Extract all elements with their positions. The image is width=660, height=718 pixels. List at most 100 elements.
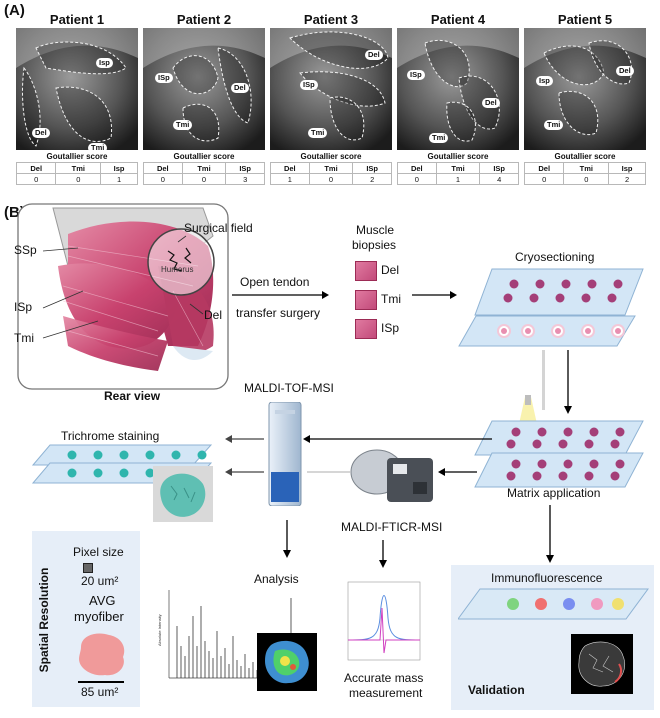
matrix-slide-top — [474, 420, 644, 456]
avg-label-line1: AVG — [89, 593, 116, 608]
patient-4-label-isp: ISp — [407, 70, 425, 80]
validation-label: Validation — [468, 683, 525, 697]
patient-5-mri — [524, 28, 646, 150]
score-header-cell: Del — [143, 162, 183, 174]
maldi-tof-instrument — [268, 402, 302, 506]
score-header-cell: Isp — [608, 162, 646, 174]
matrix-to-tof-arrow — [303, 435, 492, 443]
biopsy-isp-label: ISp — [381, 321, 400, 335]
score-value-cell: 1 — [100, 173, 138, 185]
patient-4-title: Patient 4 — [430, 12, 486, 27]
patient-2-goutallier-title: Goutallier score — [173, 152, 235, 161]
fticr-to-accurate-arrow — [379, 540, 387, 568]
score-header-cell: Tmi — [308, 162, 354, 174]
patient-3-mri — [270, 28, 392, 150]
biopsy-arrow — [412, 291, 457, 299]
immunofluorescence-label: Immunofluorescence — [491, 571, 603, 585]
surgical-field-label: Surgical field — [184, 221, 253, 235]
score-header-cell: ISp — [352, 162, 392, 174]
patient-1-label-isp: Isp — [96, 58, 113, 68]
isp-label: ISp — [14, 300, 33, 314]
svg-text:Absolute Intensity: Absolute Intensity — [157, 614, 162, 646]
humerus-label: Humerus — [161, 265, 194, 274]
surgery-label-line2: transfer surgery — [236, 306, 321, 320]
patient-4-goutallier-title: Goutallier score — [427, 152, 489, 161]
patient-3-title: Patient 3 — [303, 12, 359, 27]
biopsies-title-line1: Muscle — [356, 223, 395, 237]
cryo-slide-bottom — [458, 315, 636, 347]
score-header-cell: Tmi — [435, 162, 481, 174]
score-value-cell: 1 — [435, 173, 481, 185]
fiber-size-value: 85 um² — [81, 685, 119, 699]
immuno-slide — [458, 588, 649, 620]
spatial-resolution-title: Spatial Resolution — [37, 567, 51, 673]
patient-1-title: Patient 1 — [49, 12, 105, 27]
tof-to-trichrome-arrow-1 — [225, 435, 264, 443]
patient-5-label-del: Del — [616, 66, 634, 76]
patient-5-goutallier-title: Goutallier score — [554, 152, 616, 161]
patient-5-label-isp: Isp — [536, 76, 553, 86]
biopsy-tmi-label: Tmi — [381, 292, 401, 306]
score-header-cell: ISp — [479, 162, 519, 174]
biopsy-del-label: Del — [381, 263, 400, 277]
del-label: Del — [204, 308, 223, 322]
score-value-cell: 1 — [270, 173, 310, 185]
tmi-label: Tmi — [14, 331, 34, 345]
score-header-cell: Tmi — [181, 162, 227, 174]
patient-5-label-tmi: Tmi — [544, 120, 564, 130]
matrix-to-fticr-arrow — [438, 468, 477, 476]
patient-3-label-isp: ISp — [300, 80, 318, 90]
score-header-cell: Del — [270, 162, 310, 174]
score-value-cell: 0 — [523, 173, 565, 185]
patient-4-mri — [397, 28, 519, 150]
score-value-cell: 0 — [563, 173, 610, 185]
avg-label-line2: myofiber — [74, 609, 124, 624]
score-header-cell: ISp — [225, 162, 265, 174]
accurate-mass-plot — [347, 581, 421, 661]
scale-bar — [78, 681, 124, 683]
maldi-tof-label: MALDI-TOF-MSI — [244, 381, 334, 395]
score-header-cell: Del — [397, 162, 437, 174]
score-value-cell: 0 — [55, 173, 102, 185]
maldi-fticr-label: MALDI-FTICR-MSI — [341, 520, 443, 534]
patient-5-title: Patient 5 — [557, 12, 613, 27]
cryo-slide-top — [474, 268, 644, 316]
score-header-cell: Del — [523, 162, 565, 174]
score-value-cell: 0 — [15, 173, 57, 185]
patient-4-label-tmi: Tmi — [429, 133, 449, 143]
ion-image-heatmap — [257, 633, 317, 691]
score-value-cell: 2 — [352, 173, 392, 185]
score-value-cell: 2 — [608, 173, 646, 185]
score-header-cell: Isp — [100, 162, 138, 174]
accurate-mass-line2: measurement — [349, 686, 423, 700]
patient-3-label-tmi: Tmi — [308, 128, 328, 138]
analysis-label: Analysis — [254, 572, 299, 586]
biopsy-isp-swatch — [355, 319, 377, 339]
score-header-cell: Tmi — [55, 162, 102, 174]
trichrome-slide-top — [32, 444, 212, 466]
patient-2-label-isp: ISp — [155, 73, 173, 83]
patient-2-label-tmi: Tmi — [173, 120, 193, 130]
maldi-fticr-instrument — [350, 449, 433, 502]
biopsy-del-swatch — [355, 261, 377, 281]
pixel-size-label: Pixel size — [73, 545, 124, 559]
accurate-mass-line1: Accurate mass — [344, 671, 424, 685]
shoulder-illustration — [8, 196, 233, 394]
fticr-to-tof-line — [307, 471, 350, 473]
score-value-cell: 0 — [397, 173, 437, 185]
score-value-cell: 0 — [181, 173, 227, 185]
score-value-cell: 0 — [143, 173, 183, 185]
myofiber-icon — [79, 633, 125, 676]
matrix-to-immuno-arrow — [546, 505, 554, 563]
patient-1-label-del: Del — [32, 128, 50, 138]
patient-2-title: Patient 2 — [176, 12, 232, 27]
score-value-cell: 0 — [308, 173, 354, 185]
score-header-cell: Tmi — [563, 162, 610, 174]
cryosectioning-label: Cryosectioning — [515, 250, 595, 264]
patient-4-label-del: Del — [482, 98, 500, 108]
pixel-size-icon — [83, 563, 93, 573]
